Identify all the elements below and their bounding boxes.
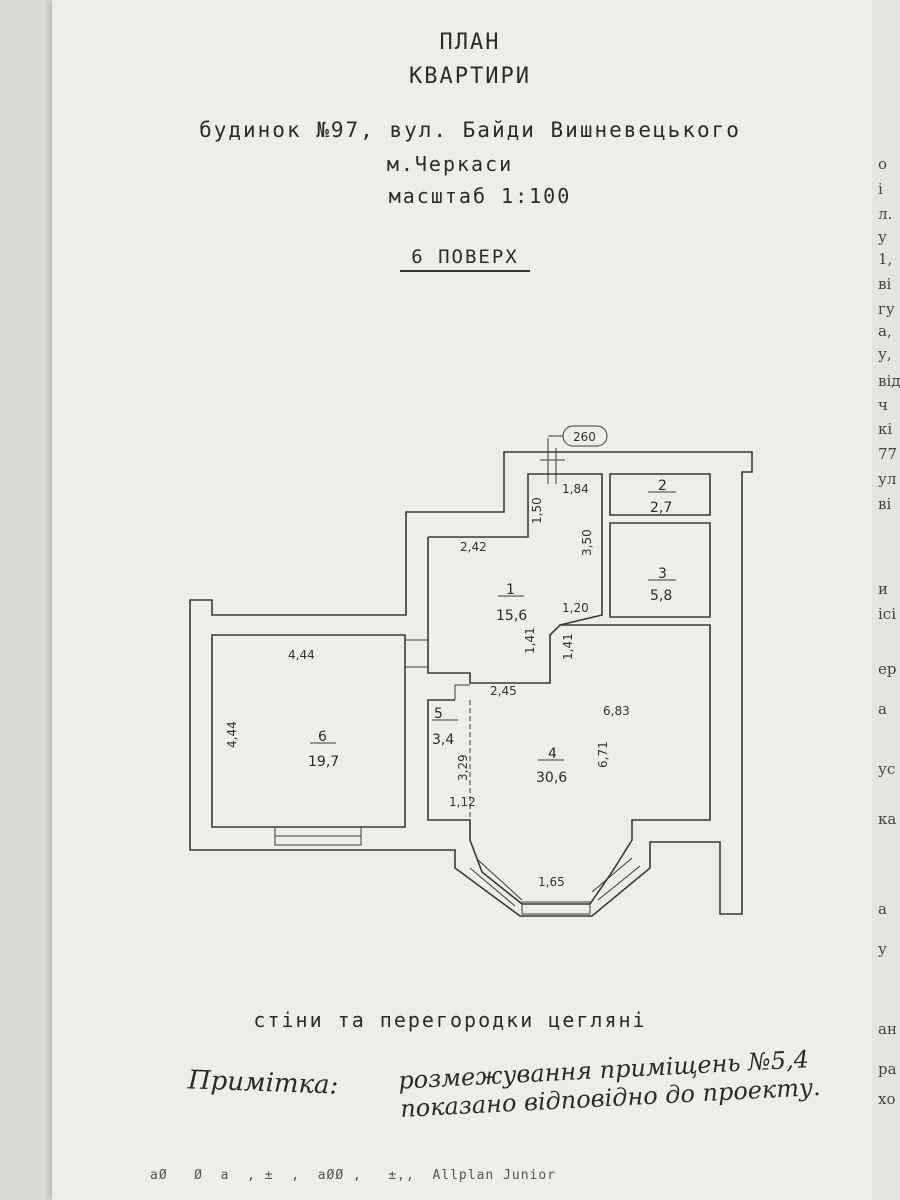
- room-3-area: 5,8: [650, 588, 672, 604]
- handwritten-note-label: Примітка:: [187, 1065, 339, 1101]
- room-5-number: 5: [434, 706, 443, 722]
- dim-2-45: 2,45: [490, 684, 517, 698]
- title-line-1: ПЛАН: [439, 30, 501, 55]
- title-line-2: КВАРТИРИ: [409, 64, 531, 89]
- room-6-number: 6: [318, 729, 327, 745]
- dim-1-41-right: 1,41: [561, 633, 575, 660]
- room-2-area: 2,7: [650, 500, 672, 516]
- dim-6-71: 6,71: [596, 741, 610, 768]
- room-1-number: 1: [506, 582, 515, 598]
- room-2-number: 2: [658, 478, 667, 494]
- dim-1-65: 1,65: [538, 875, 565, 889]
- dim-1-50: 1,50: [530, 497, 544, 524]
- city-line: м.Черкаси: [386, 152, 514, 176]
- dim-6-83: 6,83: [603, 704, 630, 718]
- room-label-lines: [310, 491, 676, 761]
- windows: [274, 826, 641, 915]
- room-6-area: 19,7: [308, 754, 339, 770]
- dim-4-44-top: 4,44: [288, 648, 315, 662]
- room-4-number: 4: [548, 746, 557, 762]
- room-1-area: 15,6: [496, 608, 527, 624]
- address-line: будинок №97, вул. Байди Вишневецького: [199, 118, 741, 142]
- dim-3-50: 3,50: [580, 529, 594, 556]
- dim-3-29: 3,29: [456, 754, 470, 781]
- axis-label: 260: [573, 430, 596, 444]
- room-4-area: 30,6: [536, 770, 567, 786]
- software-footer: aØ Ø a , ± , aØØ , ±,, Allplan Junior: [150, 1168, 557, 1183]
- room-5-area: 3,4: [432, 732, 454, 748]
- dim-1-12: 1,12: [449, 795, 476, 809]
- walls-material-note: стіни та перегородки цегляні: [253, 1008, 647, 1032]
- dim-2-42: 2,42: [460, 540, 487, 554]
- scale-line: масштаб 1:100: [388, 184, 572, 208]
- floor-label: 6 ПОВЕРХ: [400, 246, 530, 272]
- room-3-number: 3: [658, 566, 667, 582]
- dim-1-41-left: 1,41: [523, 627, 537, 654]
- outer-walls: [189, 451, 753, 917]
- dim-4-44-left: 4,44: [225, 721, 239, 748]
- dim-1-84: 1,84: [562, 482, 589, 496]
- dim-1-20: 1,20: [562, 601, 589, 615]
- axis-marker: [540, 425, 608, 484]
